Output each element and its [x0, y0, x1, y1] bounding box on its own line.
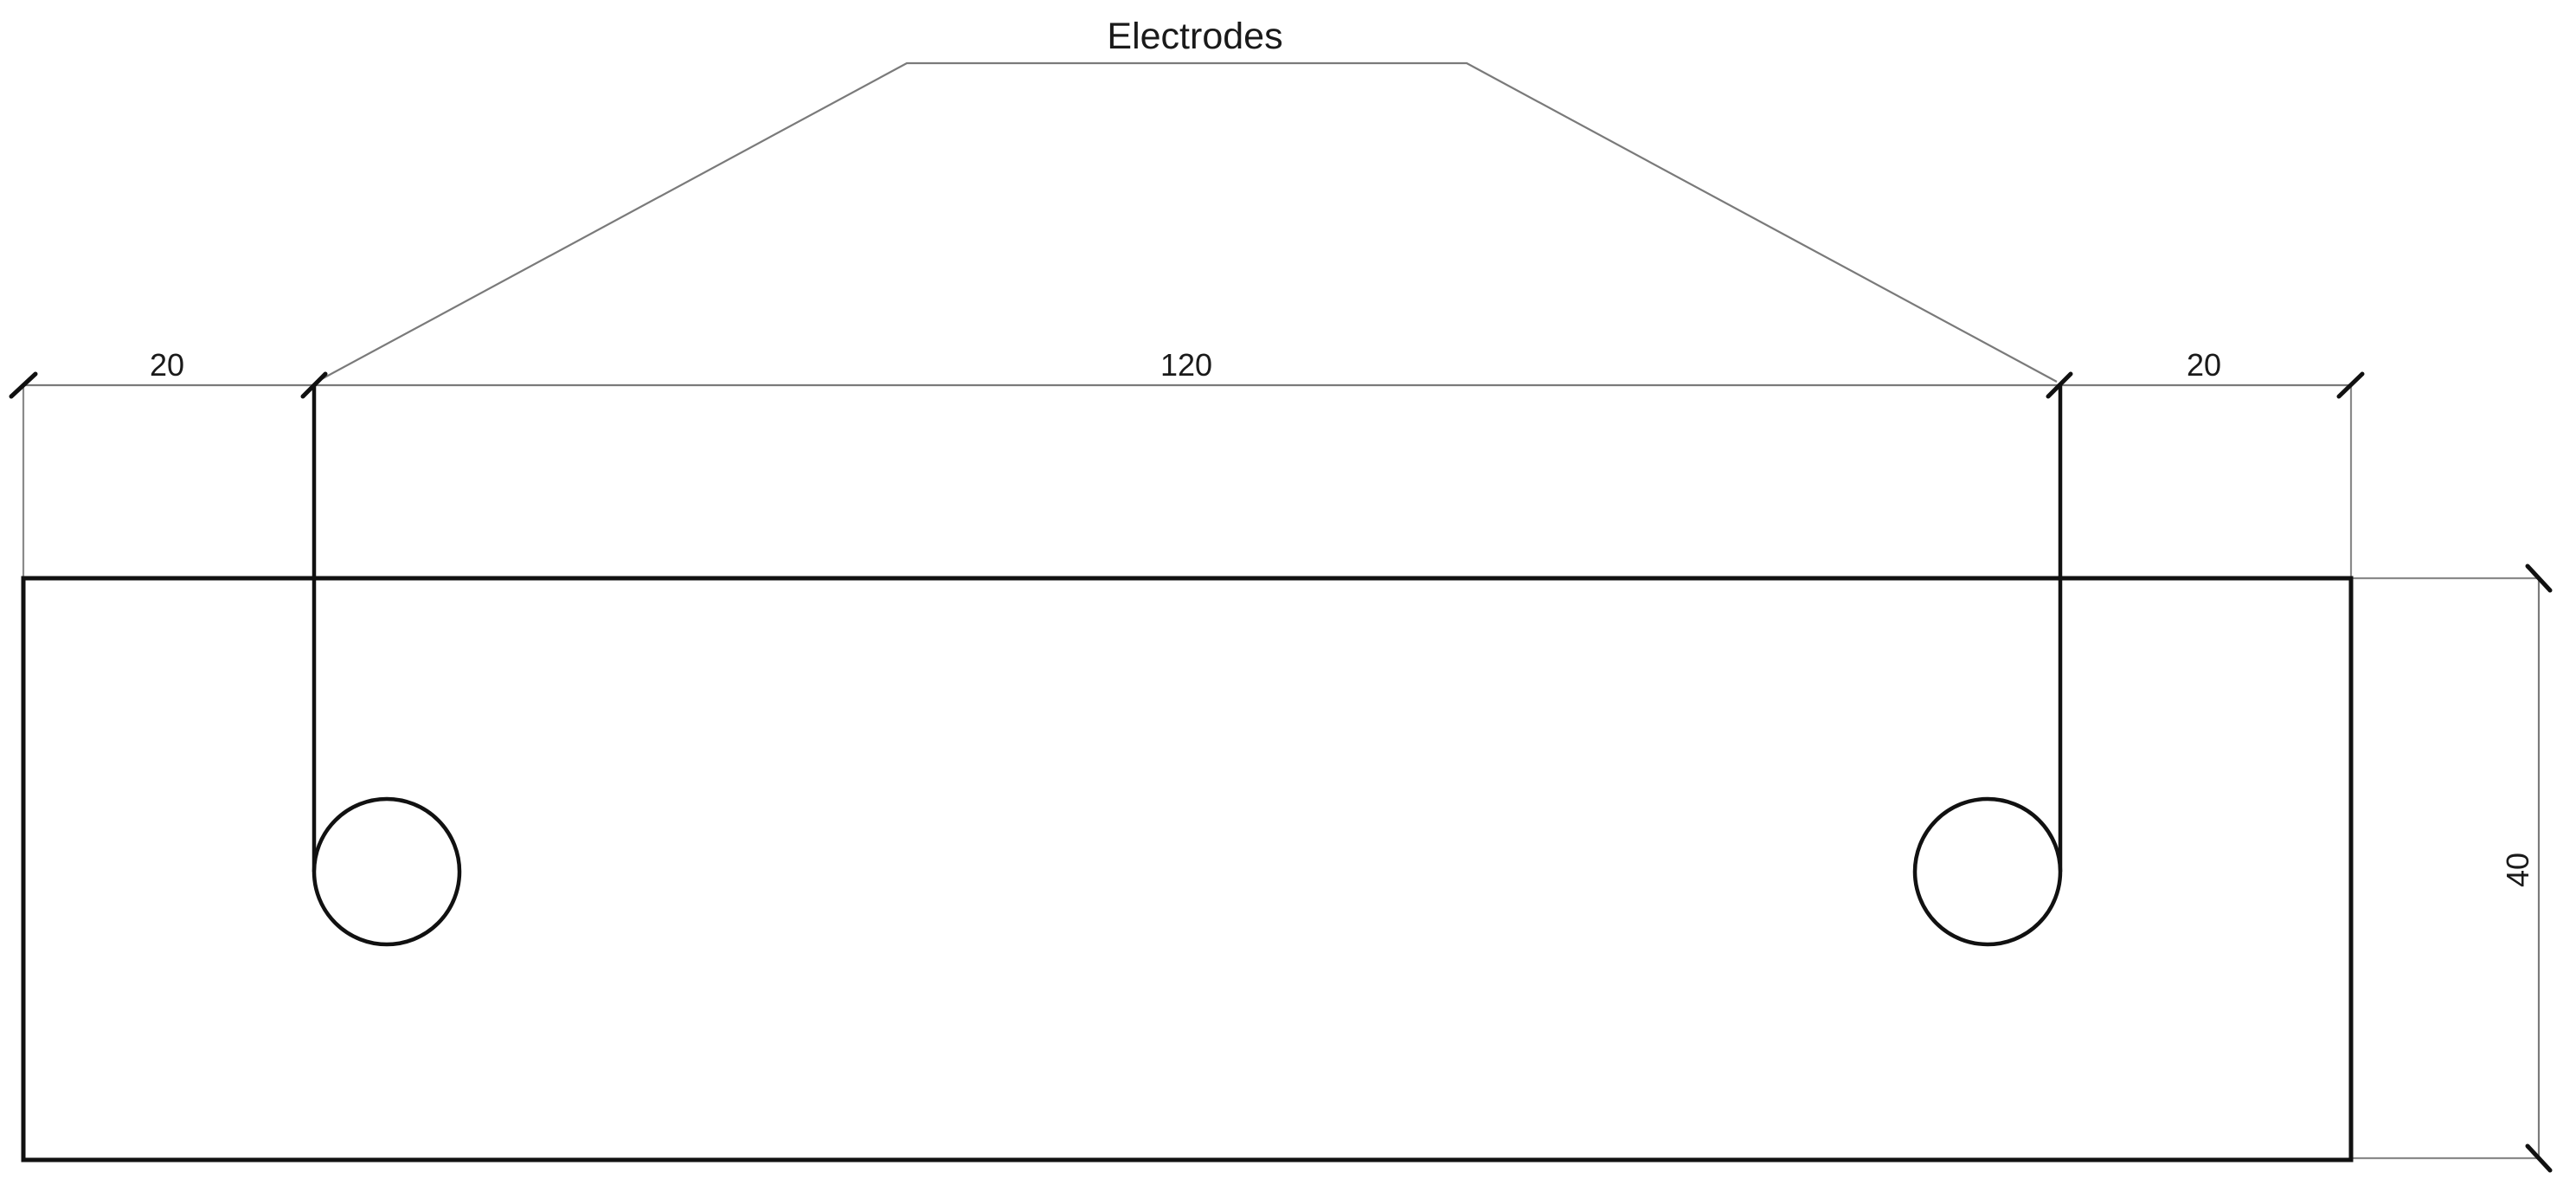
tick-mark: [2336, 371, 2365, 399]
left-electrode-circle: [312, 796, 462, 947]
electrodes-leader: [316, 61, 2058, 383]
dimension-left-offset: 20: [150, 347, 184, 383]
dimension-height: 40: [2500, 853, 2535, 887]
horizontal-dimension: 20 120 20: [9, 347, 2365, 578]
dimension-electrode-spacing: 120: [1160, 347, 1212, 383]
dimension-right-offset: 20: [2187, 347, 2221, 383]
right-electrode-circle: [1912, 796, 2063, 947]
specimen-rectangle: [21, 576, 2354, 1163]
right-electrode: [1912, 385, 2063, 947]
vertical-dimension: 40: [2351, 564, 2553, 1173]
tick-mark: [9, 371, 38, 399]
tick-mark: [2525, 564, 2553, 593]
tick-mark: [2525, 1143, 2553, 1173]
electrodes-label: Electrodes: [1107, 16, 1282, 57]
left-electrode: [312, 385, 462, 947]
